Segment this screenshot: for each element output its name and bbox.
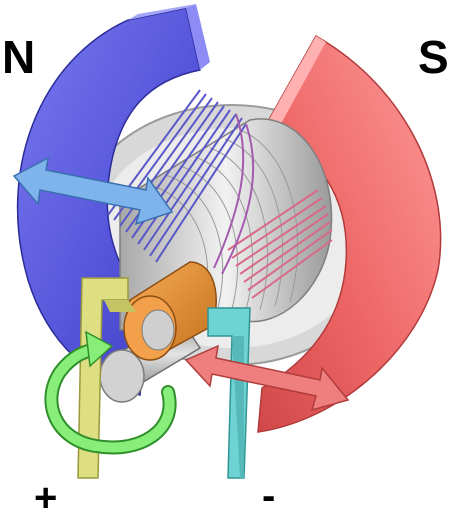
force-arrow-south xyxy=(184,344,350,412)
negative-terminal-label: - xyxy=(262,474,276,518)
rotation-arrow xyxy=(44,330,177,455)
negative-brush xyxy=(207,307,251,479)
north-pole-label: N xyxy=(2,31,36,83)
force-arrow-north xyxy=(12,156,174,226)
commutator xyxy=(123,261,217,361)
positive-brush xyxy=(77,277,136,479)
winding-wires xyxy=(213,113,255,275)
south-pole-label: S xyxy=(418,31,449,83)
armature-winding-south xyxy=(227,189,333,299)
south-magnet xyxy=(257,34,442,433)
positive-terminal-label: + xyxy=(34,476,58,520)
